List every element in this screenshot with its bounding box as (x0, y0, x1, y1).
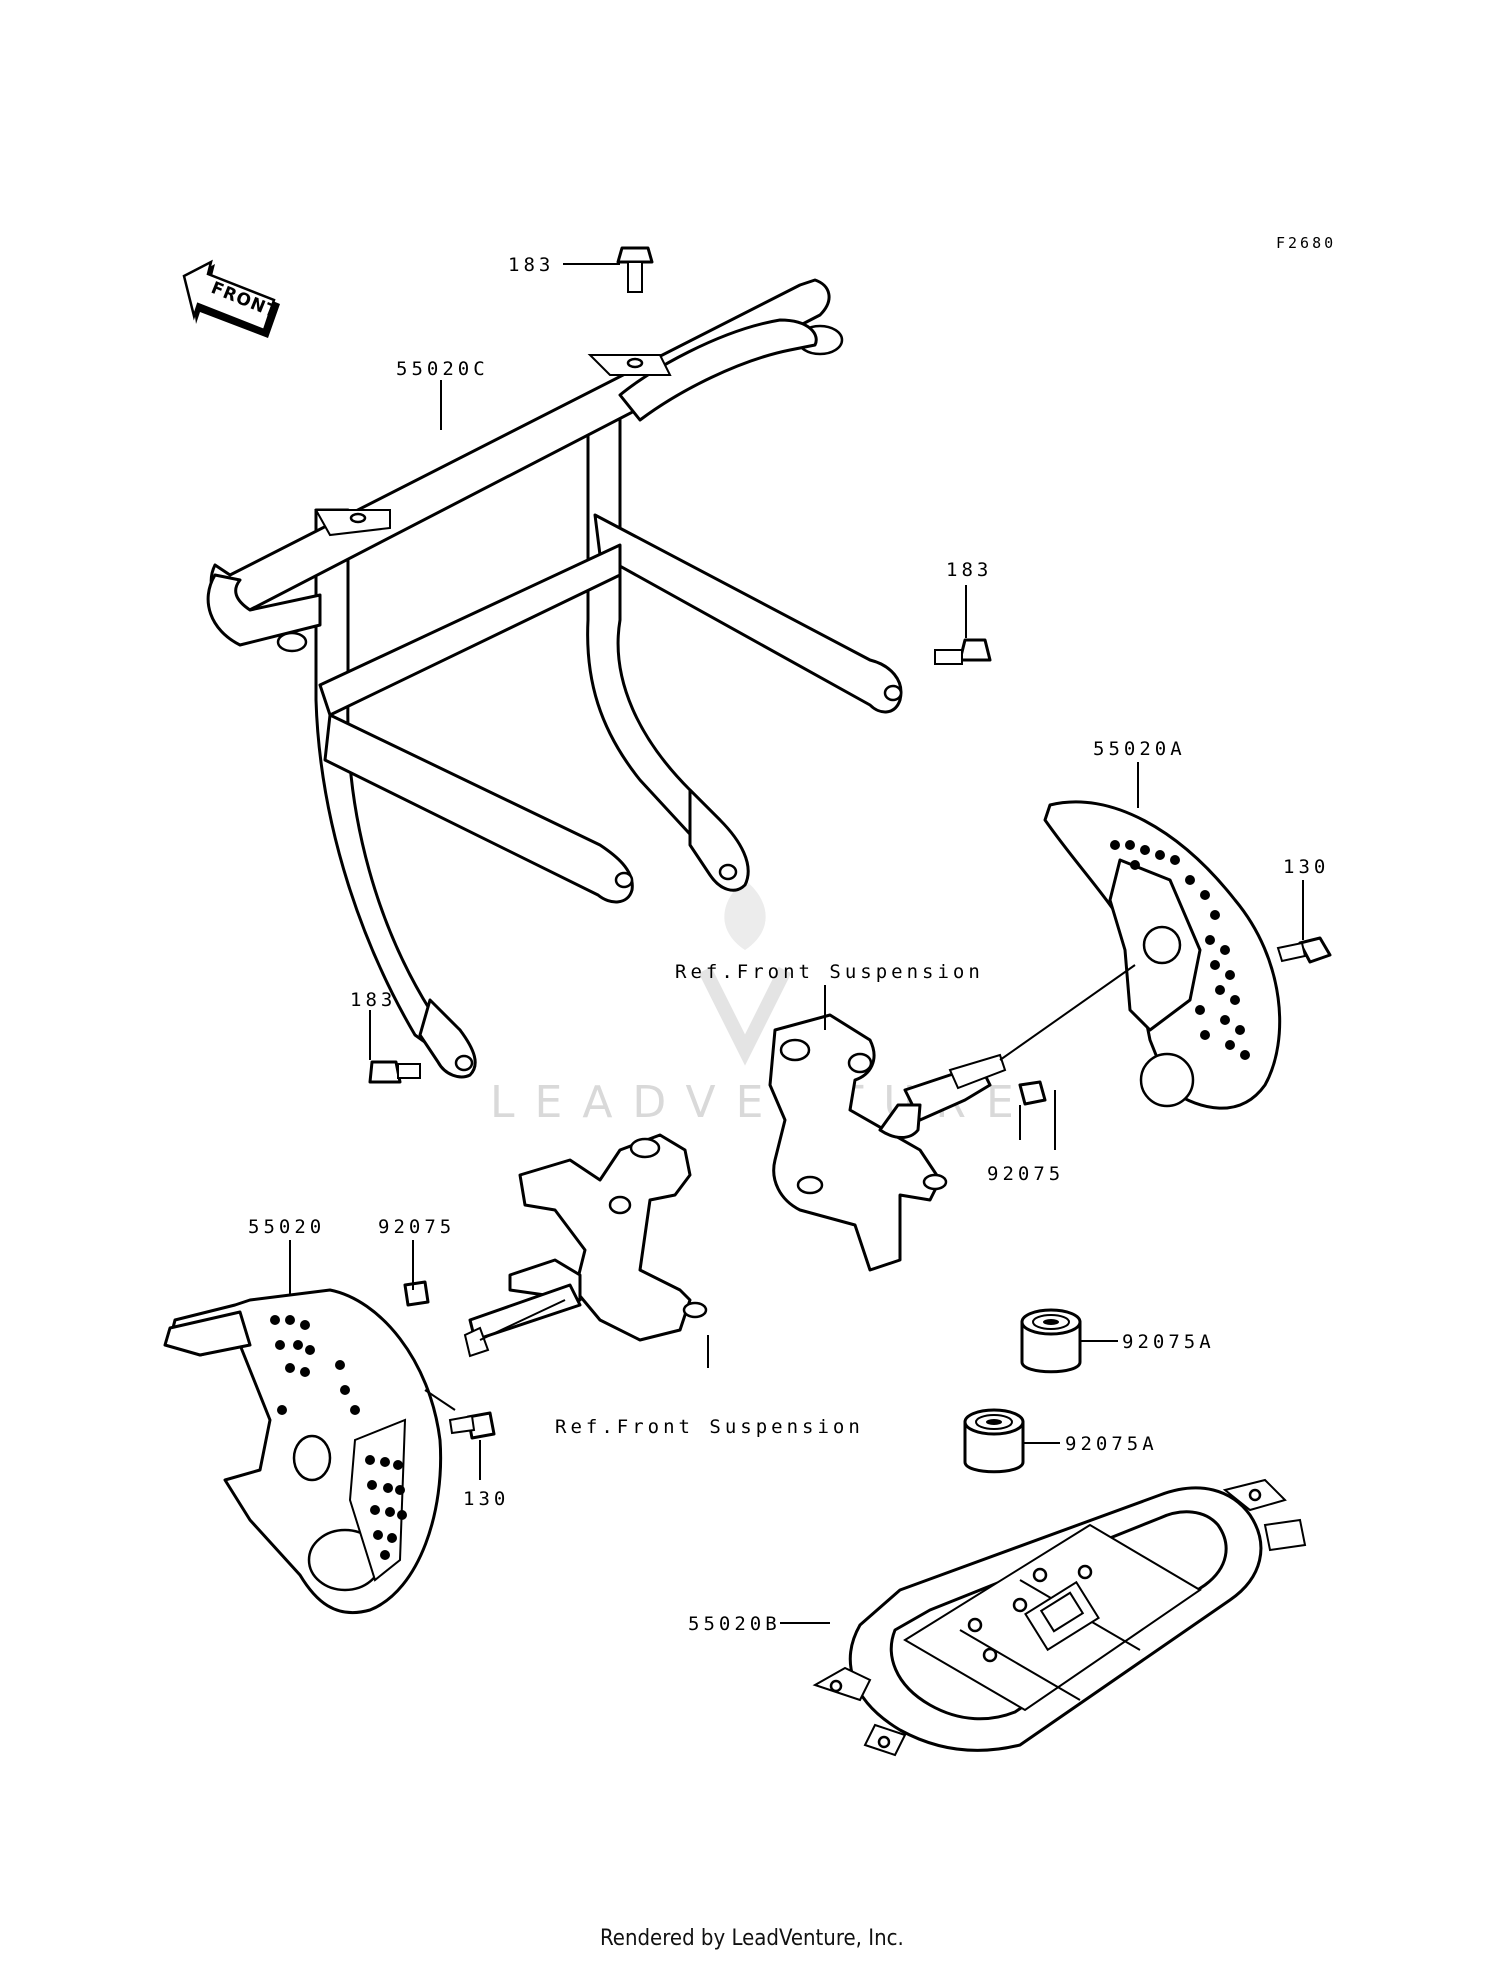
spindle-knuckle-lower (463, 1133, 708, 1358)
bumper-frame-55020c (206, 278, 903, 1079)
callout-ref-front-suspension-lower: Ref.Front Suspension (555, 1416, 864, 1438)
callout-ref-front-suspension-upper: Ref.Front Suspension (675, 961, 984, 983)
callout-bolt-183-top: 183 (508, 254, 554, 276)
spindle-knuckle-upper (768, 1013, 1007, 1272)
callout-bolt-183-right: 183 (946, 559, 992, 581)
callout-92075a-upper: 92075A (1122, 1331, 1215, 1353)
callout-55020a: 55020A (1093, 738, 1186, 760)
callout-92075-lower: 92075 (378, 1216, 455, 1238)
skid-plate-55020b (812, 1478, 1307, 1757)
callout-92075a-lower: 92075A (1065, 1433, 1158, 1455)
guard-right-vent-holes (1110, 840, 1250, 1060)
figure-code: F2680 (1276, 234, 1336, 252)
guard-right-55020a (1043, 800, 1282, 1110)
callout-55020c: 55020C (396, 358, 489, 380)
front-direction-arrow-icon: FRONT (182, 259, 281, 338)
callout-bolt-130-right: 130 (1283, 856, 1329, 878)
callout-bolt-130-left: 130 (463, 1488, 509, 1510)
footer-rendered-by: Rendered by LeadVenture, Inc. (600, 1926, 904, 1951)
callout-55020b: 55020B (688, 1613, 781, 1635)
bolt-183-left (368, 1060, 421, 1084)
guard-left-55020 (163, 1288, 443, 1615)
bolt-130-right (1276, 936, 1332, 964)
bolt-183-top (616, 246, 654, 293)
leader-lines (289, 263, 1304, 1624)
leadventure-flame-logo-icon (698, 880, 792, 1066)
damper-92075a-upper (1020, 1308, 1082, 1374)
bolt-183-right (934, 638, 992, 665)
bolt-130-left (448, 1411, 496, 1440)
grommet-92075-lower (403, 1280, 430, 1307)
callout-bolt-183-left: 183 (350, 989, 396, 1011)
callout-55020: 55020 (248, 1216, 325, 1238)
guard-left-vent-holes (270, 1315, 407, 1560)
grommet-92075-upper (1018, 1080, 1047, 1106)
callout-92075-upper: 92075 (987, 1163, 1064, 1185)
damper-92075a-lower (963, 1408, 1025, 1474)
